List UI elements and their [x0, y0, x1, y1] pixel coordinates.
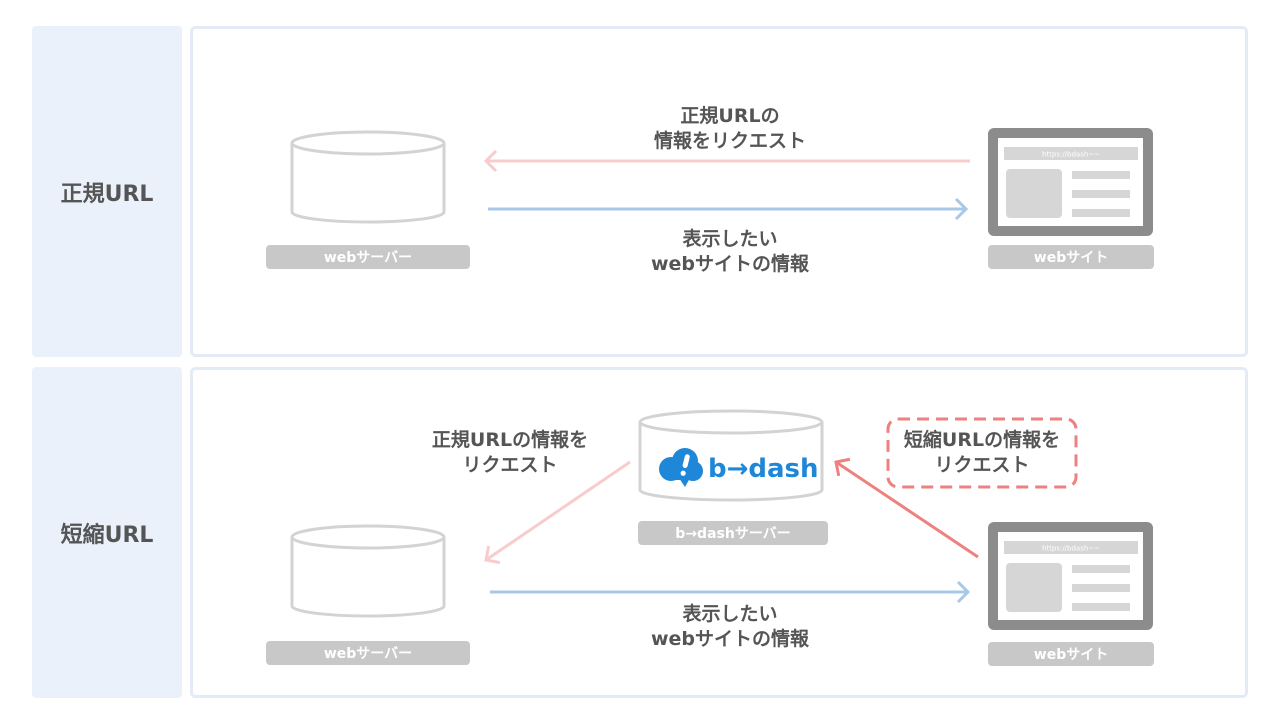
canonical-request-arrow [486, 460, 631, 560]
canonical-request-text-line: リクエスト [462, 454, 557, 476]
canonical-request-text-line: 正規URLの情報を [432, 428, 588, 451]
response-text-line: webサイトの情報 [651, 627, 810, 650]
bdash-logo: b→dash [659, 448, 819, 487]
bdash-server-label: b→dashサーバー [675, 526, 790, 542]
browser-text-line [1072, 171, 1130, 179]
response-text-line: 表示したい [682, 227, 777, 250]
browser-text-line [1072, 584, 1130, 592]
section-label: 短縮URL [61, 522, 154, 548]
request-text-line: 正規URLの [680, 105, 779, 127]
browser-text-line [1072, 565, 1130, 573]
web-server-cylinder-icon [290, 130, 446, 224]
section-canonical-url: 正規URL webサーバー https://bdash~~ webサイト [32, 26, 1248, 357]
web-server-label: webサーバー [324, 646, 412, 662]
browser-image-placeholder [1006, 563, 1062, 612]
short-request-callout-box [886, 417, 1078, 489]
short-request-text-line: 短縮URLの情報を [904, 428, 1060, 451]
browser-url-bar [1004, 147, 1138, 160]
website-label-pill: webサイト [988, 245, 1154, 269]
bdash-server-label-pill: b→dashサーバー [638, 521, 828, 545]
web-server-label-pill: webサーバー [266, 641, 470, 665]
browser-url-text: https://bdash~~ [1042, 151, 1100, 159]
browser-text-line [1072, 190, 1130, 198]
website-label-pill: webサイト [988, 642, 1154, 666]
browser-url-text: https://bdash~~ [1042, 545, 1100, 553]
website-label: webサイト [1034, 250, 1108, 266]
request-text-line: 情報をリクエスト [654, 129, 806, 152]
section-label-panel [32, 367, 182, 698]
short-request-arrow [836, 462, 979, 559]
browser-text-line [1072, 209, 1130, 217]
bdash-logo-text: b→dash [708, 454, 819, 484]
section-label: 正規URL [61, 182, 154, 207]
browser-url-bar [1004, 541, 1138, 554]
browser-image-placeholder [1006, 169, 1062, 218]
browser-text-line [1072, 603, 1130, 611]
website-browser-icon: https://bdash~~ [988, 128, 1153, 236]
web-server-cylinder-icon [290, 524, 446, 618]
bdash-cloud-icon [659, 448, 703, 487]
website-label: webサイト [1034, 647, 1108, 663]
section-content-panel [190, 26, 1248, 357]
short-request-text-line: リクエスト [934, 454, 1029, 476]
response-text-line: webサイトの情報 [651, 252, 810, 275]
bdash-server-cylinder-icon [638, 409, 824, 502]
web-server-label: webサーバー [324, 250, 412, 266]
response-text-line: 表示したい [682, 602, 777, 625]
web-server-label-pill: webサーバー [266, 245, 470, 269]
website-browser-icon: https://bdash~~ [988, 522, 1153, 630]
section-label-panel [32, 26, 182, 357]
section-short-url: 短縮URL b→dash b→dashサーバー [32, 367, 1248, 698]
